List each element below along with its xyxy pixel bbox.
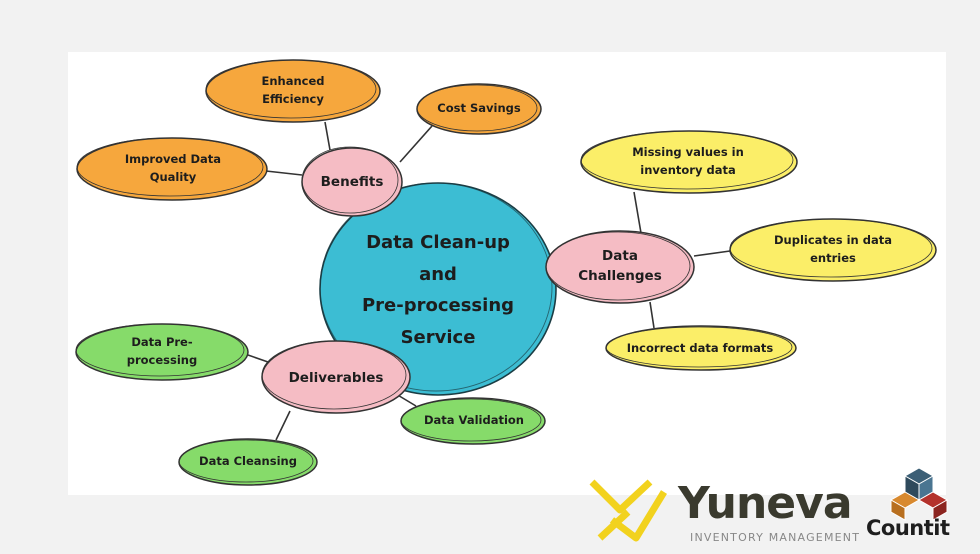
deliverable-nodes [75,323,546,486]
hub-challenges-line-1: Data [602,248,638,265]
connector-duplicates [693,250,731,257]
yuneva-wordmark: Yuneva [678,478,853,529]
hub-benefits [301,146,403,217]
node-cleansing [178,438,318,486]
node-missing-values [580,130,798,194]
yuneva-tagline: INVENTORY MANAGEMENT [690,531,861,544]
connector-missing [633,191,642,234]
center-line-2: and [419,263,457,285]
benefit-efficiency-line-1: Enhanced [261,74,325,89]
connector-incorrect [649,301,655,329]
challenge-missing-label: Missing values in inventory data [600,141,776,183]
benefit-quality-line-2: Quality [149,170,197,184]
hub-deliverables-label: Deliverables [288,369,384,386]
deliverable-pre-processing-line-1: Data Pre- [131,335,193,350]
hub-challenges-label: Data Challenges [560,244,680,290]
connector-efficiency [324,121,331,151]
hub-benefits-label: Benefits [320,173,384,190]
countit-logo-icon [889,467,949,521]
challenge-missing-line-1: Missing values in [632,145,744,160]
benefit-nodes [76,59,542,201]
node-pre-processing [75,323,249,381]
connector-cleansing [275,410,291,441]
benefit-quality-line-1: Improved Data [124,152,222,167]
benefit-efficiency-label: Enhanced Efficiency [220,70,366,112]
connector-pre-processing [247,354,269,363]
hub-deliverables [261,340,411,414]
hub-challenges-line-2: Challenges [578,268,662,284]
deliverable-pre-processing-label: Data Pre- processing [100,331,224,373]
node-cost-savings [416,83,542,135]
center-line-4: Service [400,326,476,348]
center-node [319,182,557,396]
deliverable-validation-label: Data Validation [423,413,524,428]
countit-wordmark: Countit [866,516,950,540]
challenge-missing-line-2: inventory data [640,163,736,177]
challenge-duplicates-line-2: entries [810,251,856,265]
deliverable-pre-processing-line-2: processing [126,353,198,367]
benefit-cost-savings-label: Cost Savings [437,101,521,116]
node-duplicates [729,218,937,282]
hub-challenges [545,230,695,304]
challenge-duplicates-label: Duplicates in data entries [748,229,918,271]
deliverable-cleansing-label: Data Cleansing [199,454,297,469]
node-improved-quality [76,137,268,201]
connector-quality [265,170,303,176]
yuneva-logo-icon [589,479,667,542]
node-enhanced-efficiency [205,59,381,123]
challenge-nodes [580,130,937,371]
hub-nodes [261,146,695,414]
benefit-efficiency-line-2: Efficiency [262,92,324,106]
challenge-incorrect-label: Incorrect data formats [626,341,774,356]
node-validation [400,397,546,445]
connector-cost-savings [399,125,433,163]
center-line-1: Data Clean-up [366,232,510,253]
center-title: Data Clean-up and Pre-processing Service [330,210,546,370]
benefit-quality-label: Improved Data Quality [100,148,246,190]
node-incorrect-formats [605,325,797,371]
center-line-3: Pre-processing [361,295,515,316]
challenge-duplicates-line-1: Duplicates in data [774,233,892,248]
